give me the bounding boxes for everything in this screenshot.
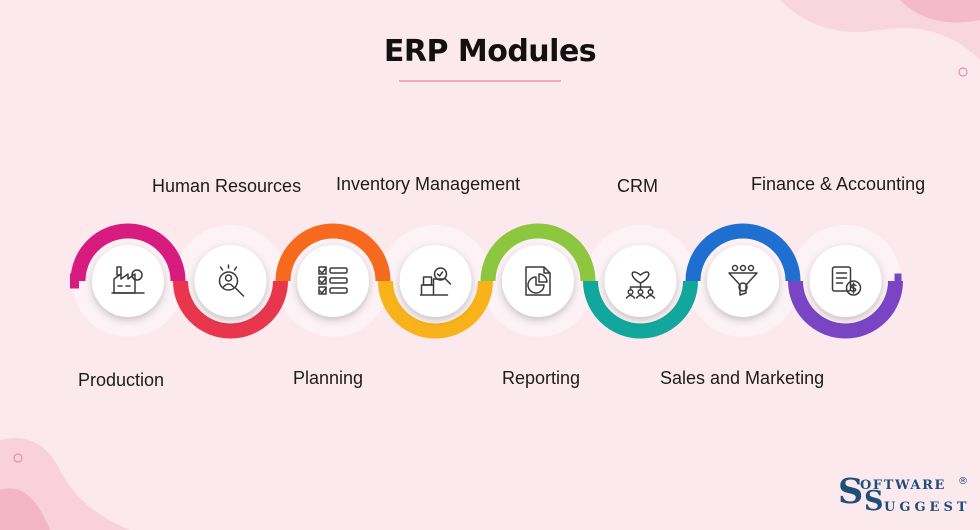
ribbon-arc-6 [583,280,698,339]
logo-capital-s-top: S [838,471,864,512]
module-node [604,245,677,317]
ribbon-arc-3 [275,223,391,282]
sales-funnel-icon [728,264,758,296]
ribbon-arc-2 [173,280,288,339]
report-chart-icon [525,266,551,296]
logo-registered-mark: ® [958,476,968,487]
module-nodes [92,245,882,317]
logo-top-text: OFTWARE [860,478,946,493]
module-label-human-resources: Human Resources [152,176,302,196]
module-node [399,245,472,317]
module-label-planning: Planning [293,368,364,388]
module-label-production: Production [78,370,165,390]
module-label-finance-accounting: Finance & Accounting [751,174,926,194]
ribbon-arc-5 [480,223,596,282]
ribbon-arc-8 [788,280,903,339]
ribbon-arc-1 [70,223,186,282]
module-node [502,245,574,317]
softwaresuggest-logo: S OFTWARE S UGGEST ® [838,474,968,518]
module-node [297,245,369,317]
recruitment-search-icon [218,264,245,297]
invoice-calculator-icon [831,266,862,296]
logo-capital-s-bottom: S [864,486,884,517]
inventory-search-icon [419,267,452,296]
checklist-icon [318,266,348,295]
module-node [92,245,164,317]
logo-bottom-text: UGGEST [884,500,971,515]
module-label-reporting: Reporting [502,368,581,388]
ribbon-arc-4 [378,280,493,339]
customer-network-icon [625,271,656,299]
page-title: ERP Modules [383,34,597,69]
ribbon-arc-7 [685,223,801,282]
ribbon-arcs [70,223,903,339]
module-node [809,245,882,317]
factory-icon [111,266,145,294]
module-label-inventory-management: Inventory Management [336,174,521,194]
title-underline [399,80,561,82]
module-node [707,245,779,317]
module-label-sales-and-marketing: Sales and Marketing [660,368,825,388]
module-label-crm: CRM [617,176,658,196]
